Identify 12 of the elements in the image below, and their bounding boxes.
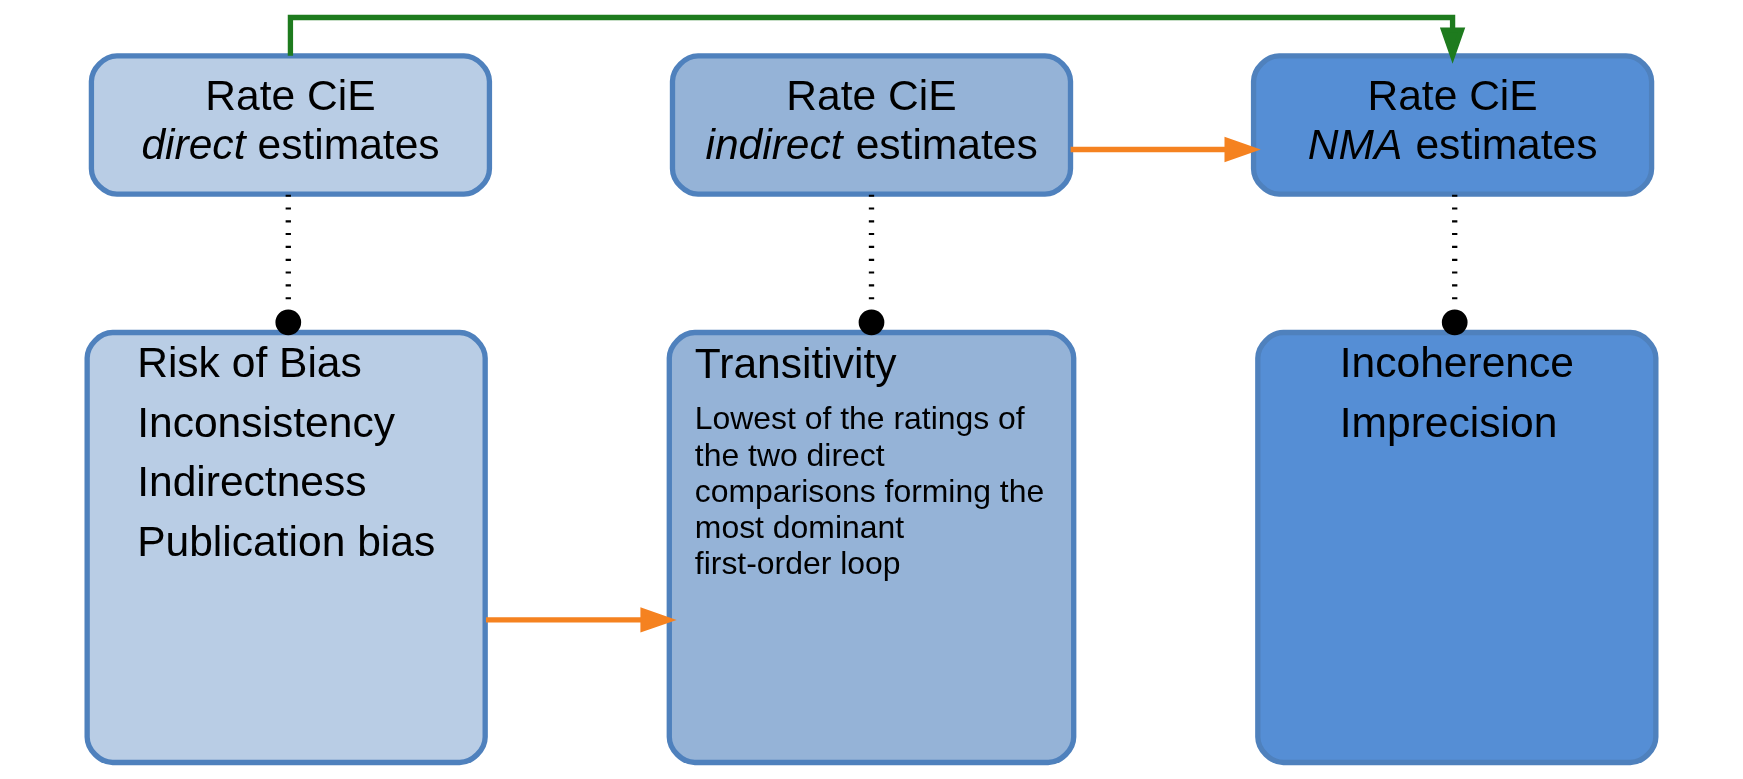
- arrow: [1070, 136, 1261, 162]
- node-box: Rate CiE direct estimates: [88, 52, 493, 197]
- arrow: [485, 606, 677, 633]
- node-box: Transitivity Lowest of the ratings of the two direct comparisons forming the most dominant first-order loop: [666, 329, 1077, 765]
- connector: [1441, 194, 1468, 335]
- arrow: [287, 14, 1466, 64]
- node-box: Risk of Bias Inconsistency Indirectness Publication bias: [84, 329, 488, 765]
- node-box: Rate CiE NMA estimates: [1250, 52, 1655, 197]
- node-box: Rate CiE indirect estimates: [669, 52, 1074, 197]
- connector: [858, 194, 885, 335]
- node-box: Incoherence Imprecision: [1255, 329, 1659, 765]
- connector: [275, 194, 302, 335]
